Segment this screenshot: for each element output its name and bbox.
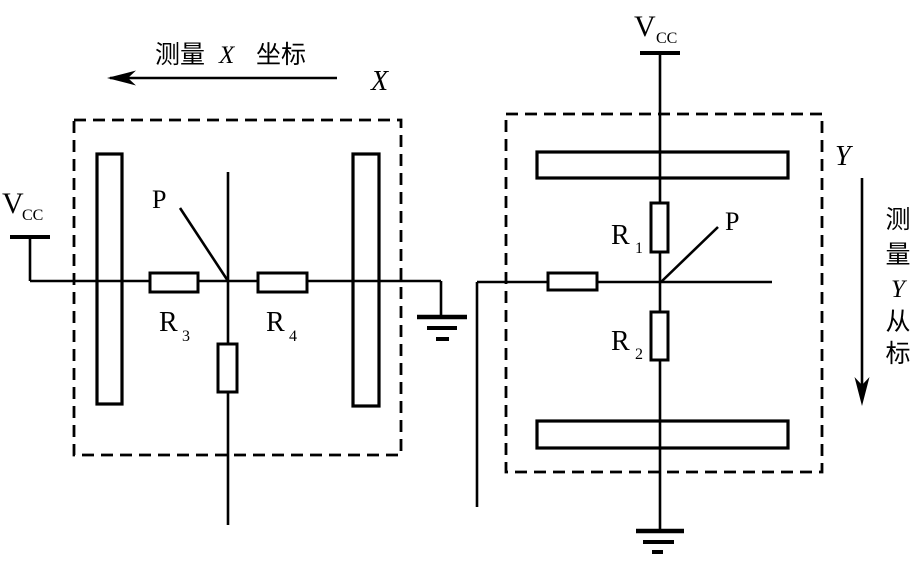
y-ground-symbol-icon: [636, 528, 684, 554]
resistor-r1-label: R: [611, 220, 630, 251]
left-vcc-label: V: [2, 187, 24, 220]
resistor-r3-subscript: 3: [182, 328, 190, 345]
left-vcc-subscript: CC: [22, 207, 43, 224]
measure-y-title-char-5: 标: [885, 340, 910, 368]
measure-y-title-vertical: 测 量 Y 从 标: [885, 206, 910, 368]
resistor-r1: [649, 201, 670, 254]
y-sense-series-resistor: [546, 271, 599, 292]
y-electrode-bottom: [535, 419, 790, 450]
y-touch-point-label: P: [725, 207, 739, 236]
resistor-r2-label: R: [611, 326, 630, 357]
measure-y-title-char-1: 测: [885, 206, 910, 234]
resistor-r2-subscript: 2: [635, 346, 643, 363]
resistor-r1-subscript: 1: [635, 240, 643, 257]
x-sense-series-resistor: [216, 342, 239, 394]
x-electrode-left: [95, 152, 124, 406]
measure-y-title-char-4: 从: [885, 309, 910, 336]
x-axis-label: X: [370, 66, 389, 97]
measure-y-title-char-3: Y: [891, 276, 908, 303]
y-touch-point-pointer: [660, 226, 719, 283]
x-panel-dashed-boundary: [72, 118, 403, 457]
resistor-r4-subscript: 4: [289, 328, 297, 345]
measure-y-title-char-2: 量: [885, 242, 910, 269]
y-electrode-top: [535, 150, 790, 180]
resistor-r4: [256, 271, 309, 294]
x-touch-point-label: P: [152, 185, 166, 214]
y-panel-dashed-boundary: [504, 112, 824, 474]
x-direction-arrowhead-icon: [107, 70, 136, 86]
x-touch-point-pointer: [178, 207, 230, 282]
measure-x-title-suffix: 坐标: [256, 41, 306, 69]
right-vcc-label: V: [634, 10, 656, 43]
measure-x-title-axis: X: [218, 42, 236, 69]
y-direction-arrowhead-icon: [854, 377, 870, 406]
resistor-r3-label: R: [159, 307, 178, 338]
resistor-r3: [148, 271, 200, 294]
right-vcc-subscript: CC: [656, 30, 677, 47]
measure-x-title-prefix: 测量: [155, 41, 205, 69]
x-ground-symbol-icon: [417, 314, 467, 341]
resistor-r2: [649, 310, 670, 362]
y-axis-label: Y: [835, 141, 854, 172]
resistor-r4-label: R: [266, 307, 285, 338]
